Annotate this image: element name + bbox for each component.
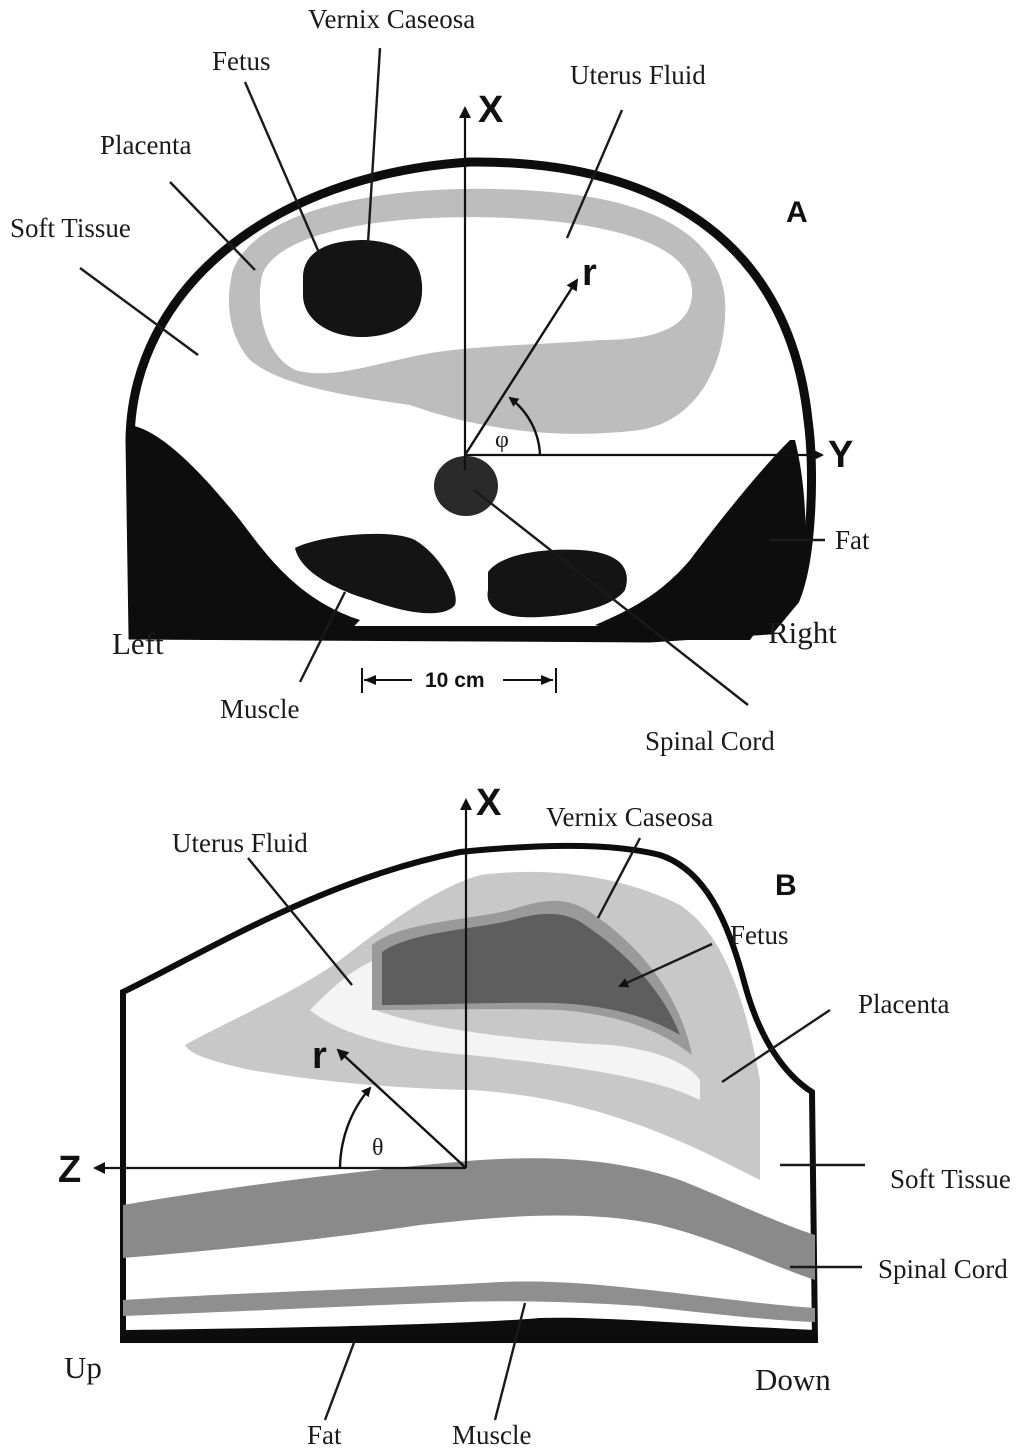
label-b-placenta: Placenta: [858, 989, 949, 1019]
panel-b-r-label: r: [312, 1035, 327, 1077]
label-a-right: Right: [768, 615, 837, 650]
label-a-spinal-cord: Spinal Cord: [645, 726, 775, 756]
label-a-uterus-fluid: Uterus Fluid: [570, 60, 706, 90]
panel-a: X Y r φ A Vernix Caseosa Fetus Uterus Fl…: [10, 4, 870, 756]
label-a-muscle: Muscle: [220, 694, 300, 724]
panel-a-y-axis-label: Y: [828, 434, 853, 476]
panel-b-theta-label: θ: [372, 1135, 384, 1161]
label-b-uterus-fluid: Uterus Fluid: [172, 828, 308, 858]
label-b-down: Down: [755, 1362, 831, 1397]
panel-b-letter: B: [775, 869, 797, 902]
label-b-muscle: Muscle: [452, 1420, 532, 1450]
panel-a-letter: A: [786, 196, 808, 229]
label-a-fetus: Fetus: [212, 46, 271, 76]
label-b-spinal-cord: Spinal Cord: [878, 1254, 1008, 1284]
panel-a-scale-bar-label: 10 cm: [425, 669, 485, 692]
label-b-fetus: Fetus: [730, 920, 789, 950]
label-a-fat: Fat: [835, 525, 870, 555]
label-b-soft-tissue: Soft Tissue: [890, 1164, 1011, 1194]
panel-a-x-axis-label: X: [478, 89, 504, 131]
label-b-vernix-caseosa: Vernix Caseosa: [546, 802, 713, 832]
panel-b: X Z r θ B Uterus Fluid Vernix Caseosa Fe…: [58, 782, 1011, 1450]
label-a-soft-tissue: Soft Tissue: [10, 213, 131, 243]
panel-b-z-axis-label: Z: [58, 1149, 81, 1191]
panel-a-fat-bottom: [200, 626, 760, 640]
panel-b-x-axis-label: X: [476, 782, 502, 824]
panel-a-r-label: r: [582, 252, 597, 294]
label-a-placenta: Placenta: [100, 130, 191, 160]
label-a-left: Left: [112, 626, 164, 661]
leader-b-fat: [325, 1340, 355, 1420]
label-a-vernix-caseosa: Vernix Caseosa: [308, 4, 475, 34]
label-b-fat: Fat: [307, 1420, 342, 1450]
label-b-up: Up: [64, 1350, 102, 1385]
panel-a-phi-label: φ: [495, 427, 509, 453]
panel-a-scale-bar: 10 cm: [362, 668, 556, 693]
